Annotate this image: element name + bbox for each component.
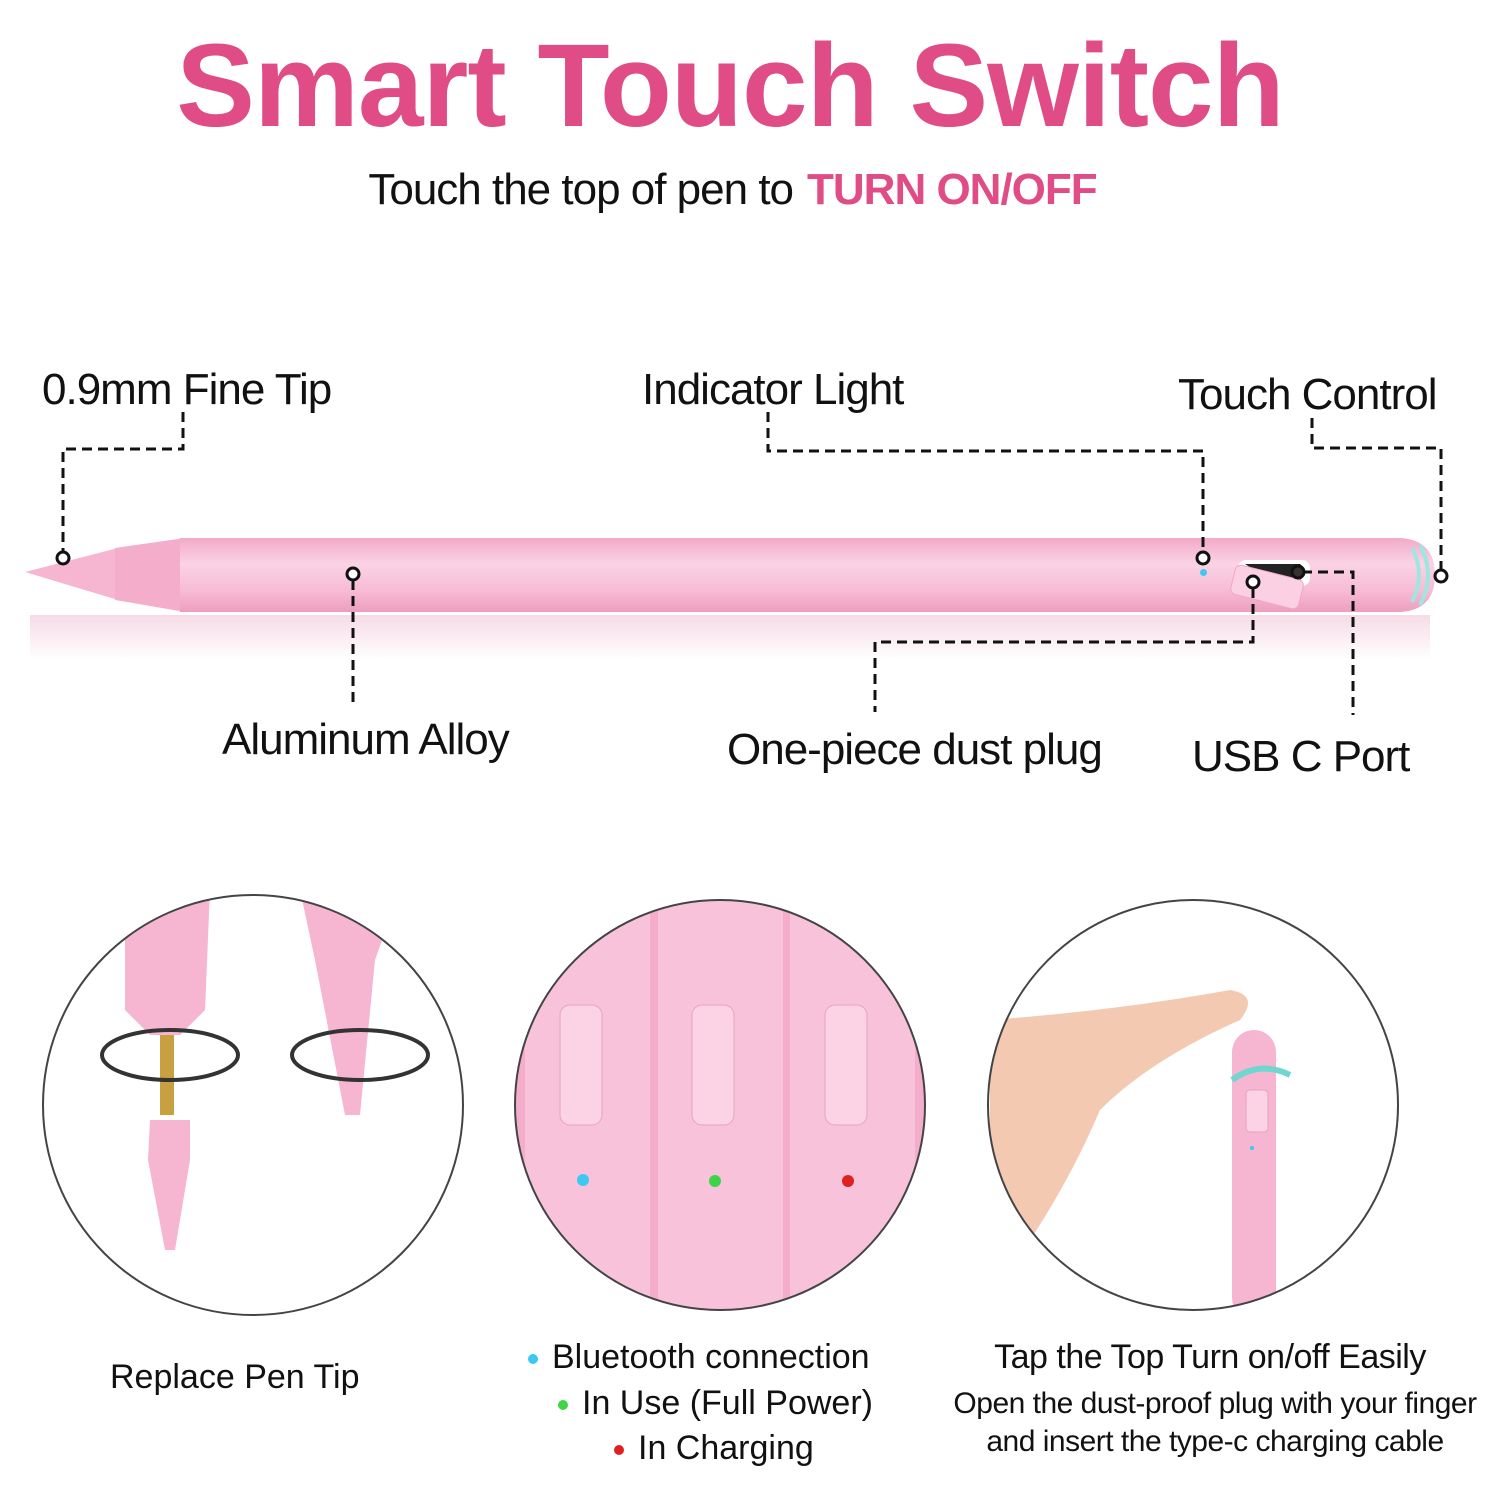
leader-lines	[61, 412, 1443, 715]
page-title: Smart Touch Switch	[176, 20, 1285, 152]
tap-top-heading: Tap the Top Turn on/off Easily	[994, 1338, 1426, 1376]
pen-tip	[25, 548, 118, 600]
usb-port-slot	[1245, 564, 1305, 580]
pen-cone	[115, 538, 185, 612]
replace-tip-illustration	[42, 894, 464, 1316]
callout-dust-plug: One-piece dust plug	[727, 725, 1103, 774]
indicator-label: Bluetooth connection	[552, 1338, 870, 1376]
callout-indicator-light: Indicator Light	[642, 365, 904, 414]
indicator-light	[1200, 569, 1207, 576]
indicator-label: In Use (Full Power)	[582, 1384, 873, 1422]
tap-top-line1: Open the dust-proof plug with your finge…	[953, 1387, 1477, 1420]
subtitle-highlight: TURN ON/OFF	[807, 165, 1098, 214]
indicator-item: Bluetooth connection	[528, 1338, 870, 1377]
touch-waves-icon	[1410, 544, 1430, 606]
callout-touch-control: Touch Control	[1178, 370, 1437, 419]
indicator-item: In Charging	[614, 1429, 814, 1468]
subtitle-text: Touch the top of pen to	[368, 165, 794, 214]
pen-shadow	[30, 615, 1430, 660]
tap-top-line2: and insert the type-c charging cable	[986, 1425, 1444, 1458]
pen-body	[180, 538, 1435, 612]
red-dot-icon	[614, 1445, 624, 1456]
callout-fine-tip: 0.9mm Fine Tip	[42, 365, 332, 414]
indicator-item: In Use (Full Power)	[558, 1384, 873, 1423]
indicator-label: In Charging	[638, 1429, 814, 1467]
callout-aluminum-alloy: Aluminum Alloy	[222, 715, 510, 764]
blue-dot-icon	[528, 1354, 538, 1365]
leader-endpoints	[55, 550, 1449, 590]
replace-tip-caption: Replace Pen Tip	[110, 1358, 360, 1396]
green-dot-icon	[558, 1400, 568, 1411]
callout-usb-port: USB C Port	[1192, 732, 1410, 781]
tap-top-illustration	[987, 899, 1399, 1311]
indicator-illustration	[514, 899, 926, 1311]
subtitle: Touch the top of pen to TURN ON/OFF	[0, 165, 1465, 215]
